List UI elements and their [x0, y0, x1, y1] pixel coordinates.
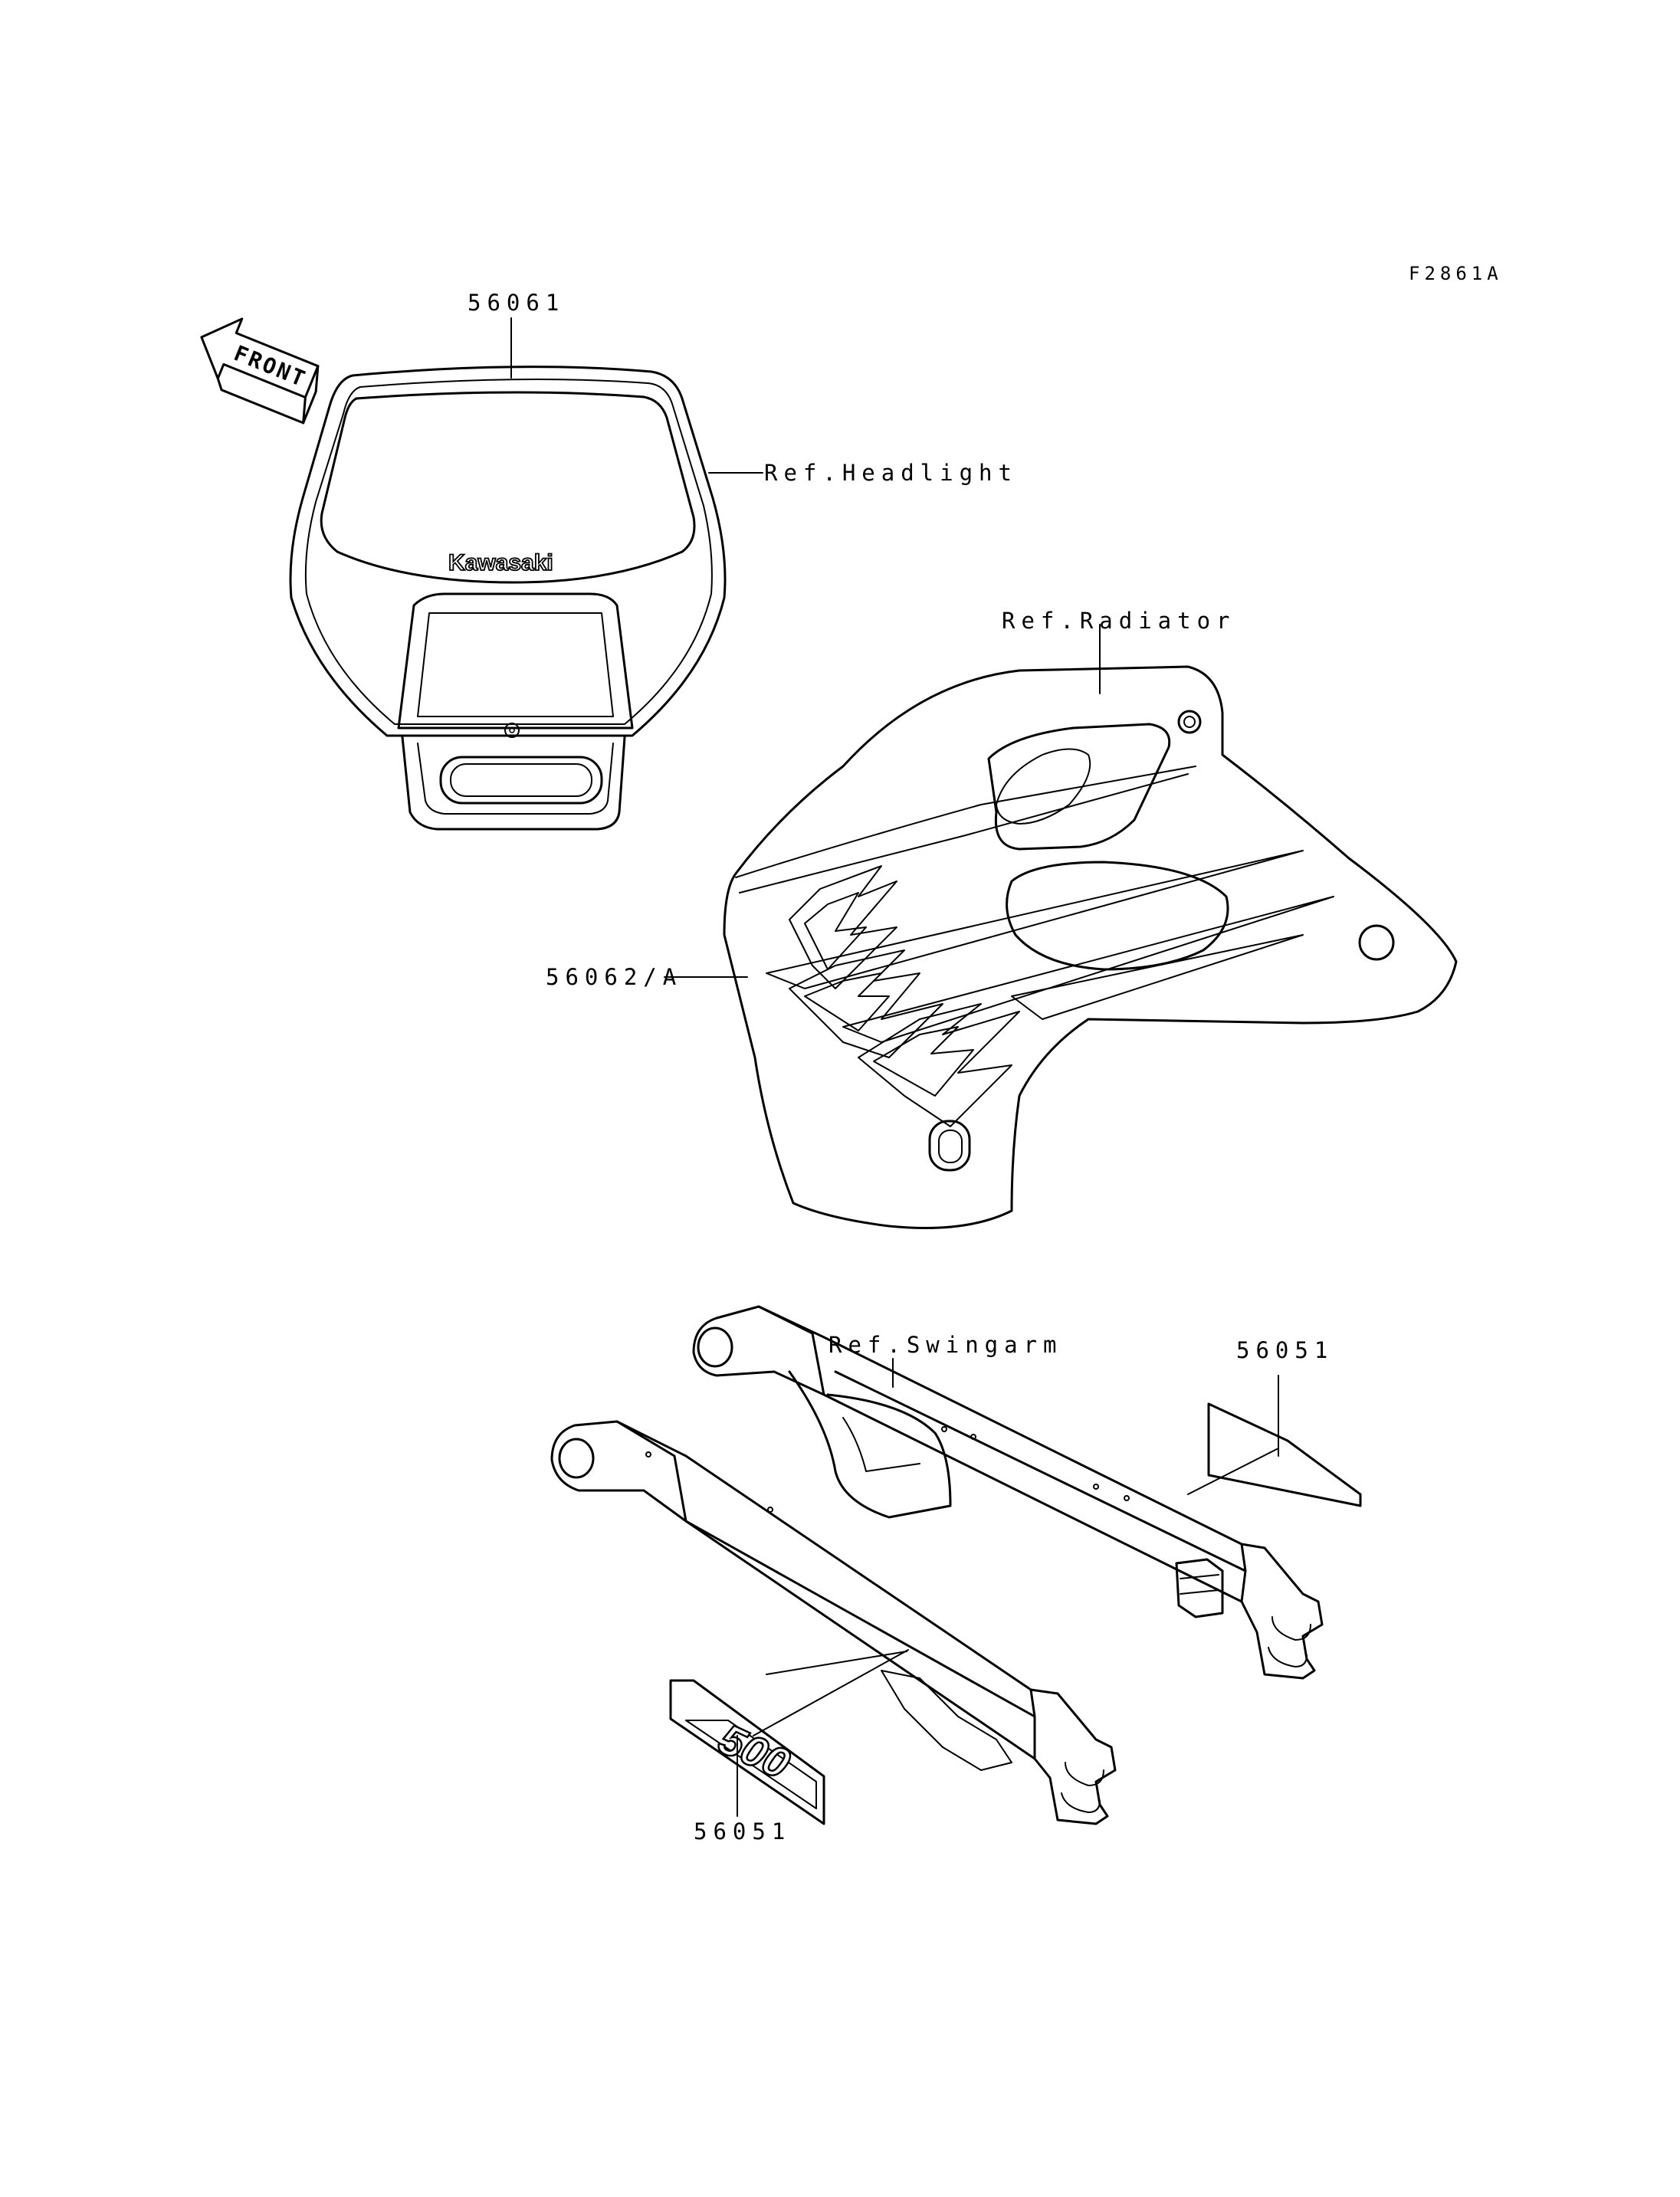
- callout-56051-right: 56051: [1236, 1337, 1334, 1363]
- callout-ref-headlight: Ref.Headlight: [764, 460, 1018, 486]
- callout-ref-swingarm: Ref.Swingarm: [829, 1332, 1063, 1358]
- figure-code: F2861A: [1409, 263, 1503, 284]
- swingarm-decal-left-500: 500: [669, 1679, 825, 1825]
- callout-56061: 56061: [468, 290, 565, 316]
- swingarm: [550, 1305, 1324, 1825]
- headlight-number-plate: Kawasaki: [289, 366, 727, 831]
- radiator-shroud: [723, 665, 1458, 1229]
- decal-500-text: 500: [712, 1714, 797, 1789]
- kawasaki-logo-text: Kawasaki: [448, 550, 553, 575]
- front-arrow-icon: FRONT: [200, 317, 320, 425]
- callout-ref-radiator: Ref.Radiator: [1002, 608, 1236, 634]
- swingarm-decal-right: [1207, 1402, 1362, 1507]
- callout-56051-left: 56051: [694, 1818, 791, 1844]
- callout-56062-a: 56062/A: [546, 964, 682, 990]
